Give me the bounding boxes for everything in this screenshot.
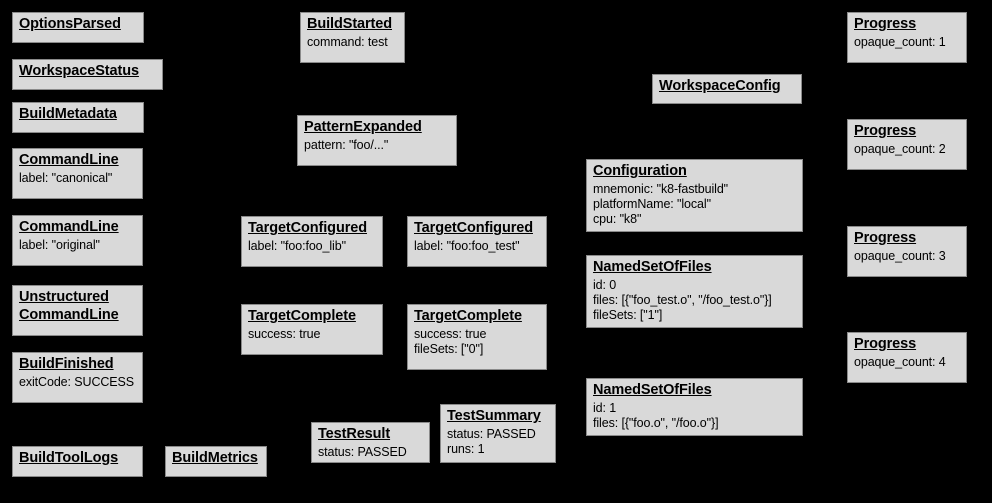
event-node-field: files: [{"foo_test.o", "/foo_test.o"}] [593, 292, 772, 307]
event-node-field: runs: 1 [447, 441, 485, 456]
event-node-title: TargetComplete [248, 308, 356, 324]
event-node-title: BuildFinished [19, 356, 114, 372]
event-node-title: BuildMetrics [172, 450, 258, 466]
event-node-field: pattern: "foo/..." [304, 137, 389, 152]
event-node-command-line-original[interactable]: CommandLine label: "original" [12, 215, 143, 266]
event-node-target-complete-lib[interactable]: TargetComplete success: true [241, 304, 383, 355]
event-node-target-configured-test[interactable]: TargetConfigured label: "foo:foo_test" [407, 216, 547, 267]
event-node-title: Unstructured CommandLine [19, 289, 119, 323]
event-node-title: TargetConfigured [248, 220, 367, 236]
event-node-workspace-status[interactable]: WorkspaceStatus [12, 59, 163, 90]
event-node-field: fileSets: ["0"] [414, 341, 484, 356]
event-node-fields: label: "foo:foo_lib" [248, 239, 376, 254]
event-node-title: TargetComplete [414, 308, 522, 324]
event-node-progress-1[interactable]: Progress opaque_count: 1 [847, 12, 967, 63]
event-node-workspace-config[interactable]: WorkspaceConfig [652, 74, 802, 104]
event-node-field: cpu: "k8" [593, 212, 642, 227]
event-node-fields: label: "foo:foo_test" [414, 239, 540, 254]
event-node-field: label: "canonical" [19, 170, 113, 185]
event-node-build-metadata[interactable]: BuildMetadata [12, 102, 144, 133]
event-node-field: status: PASSED [447, 426, 536, 441]
event-node-title: BuildStarted [307, 16, 393, 32]
event-node-field: platformName: "local" [593, 196, 711, 211]
event-node-options-parsed[interactable]: OptionsParsed [12, 12, 144, 43]
event-node-title: BuildToolLogs [19, 450, 119, 466]
event-node-field: opaque_count: 2 [854, 141, 946, 156]
event-node-progress-3[interactable]: Progress opaque_count: 3 [847, 226, 967, 277]
event-node-target-configured-lib[interactable]: TargetConfigured label: "foo:foo_lib" [241, 216, 383, 267]
event-node-fields: pattern: "foo/..." [304, 138, 450, 153]
event-node-title: PatternExpanded [304, 119, 422, 135]
event-node-progress-4[interactable]: Progress opaque_count: 4 [847, 332, 967, 383]
event-node-field: label: "original" [19, 237, 100, 252]
event-node-fields: success: true [248, 327, 376, 342]
event-node-fields: opaque_count: 1 [854, 35, 960, 50]
event-node-fields: mnemonic: "k8-fastbuild"platformName: "l… [593, 182, 796, 228]
event-node-field: fileSets: ["1"] [593, 308, 663, 323]
event-node-fields: status: PASSED [318, 445, 423, 460]
event-node-title: Progress [854, 230, 917, 246]
event-node-title: Configuration [593, 163, 687, 179]
event-node-title: CommandLine [19, 219, 119, 235]
event-node-field: label: "foo:foo_test" [414, 238, 520, 253]
event-node-field: opaque_count: 1 [854, 34, 946, 49]
event-node-fields: opaque_count: 2 [854, 142, 960, 157]
event-node-fields: label: "canonical" [19, 171, 136, 186]
event-node-unstructured-command-line[interactable]: Unstructured CommandLine [12, 285, 143, 336]
event-node-title: TestResult [318, 426, 391, 442]
event-node-field: id: 0 [593, 277, 617, 292]
event-node-title: NamedSetOfFiles [593, 382, 712, 398]
event-node-title: BuildMetadata [19, 106, 117, 122]
event-node-field: files: [{"foo.o", "/foo.o"}] [593, 415, 719, 430]
event-node-title: OptionsParsed [19, 16, 121, 32]
event-node-field: label: "foo:foo_lib" [248, 238, 346, 253]
event-node-fields: exitCode: SUCCESS [19, 375, 136, 390]
event-node-build-tool-logs[interactable]: BuildToolLogs [12, 446, 143, 477]
event-node-field: exitCode: SUCCESS [19, 374, 135, 389]
event-node-title: TargetConfigured [414, 220, 533, 236]
event-node-build-finished[interactable]: BuildFinished exitCode: SUCCESS [12, 352, 143, 403]
event-node-fields: command: test [307, 35, 398, 50]
event-node-field: status: PASSED [318, 444, 407, 459]
event-node-title: TestSummary [447, 408, 541, 424]
event-node-title: CommandLine [19, 152, 119, 168]
event-node-title: NamedSetOfFiles [593, 259, 712, 275]
event-node-fields: opaque_count: 3 [854, 249, 960, 264]
event-node-title: WorkspaceStatus [19, 63, 139, 79]
event-node-field: opaque_count: 3 [854, 248, 946, 263]
event-node-title: Progress [854, 336, 917, 352]
event-node-fields: opaque_count: 4 [854, 355, 960, 370]
event-node-field: mnemonic: "k8-fastbuild" [593, 181, 729, 196]
event-node-title: WorkspaceConfig [659, 78, 781, 94]
event-node-test-result[interactable]: TestResult status: PASSED [311, 422, 430, 463]
event-node-field: success: true [248, 326, 321, 341]
event-node-command-line-canonical[interactable]: CommandLine label: "canonical" [12, 148, 143, 199]
event-node-progress-2[interactable]: Progress opaque_count: 2 [847, 119, 967, 170]
event-node-pattern-expanded[interactable]: PatternExpanded pattern: "foo/..." [297, 115, 457, 166]
event-node-field: success: true [414, 326, 487, 341]
event-node-configuration[interactable]: Configuration mnemonic: "k8-fastbuild"pla… [586, 159, 803, 232]
event-node-field: id: 1 [593, 400, 617, 415]
event-node-field: opaque_count: 4 [854, 354, 946, 369]
event-node-build-started[interactable]: BuildStarted command: test [300, 12, 405, 63]
event-node-build-metrics[interactable]: BuildMetrics [165, 446, 267, 477]
event-node-field: command: test [307, 34, 388, 49]
event-node-title: Progress [854, 123, 917, 139]
event-node-title: Progress [854, 16, 917, 32]
event-node-fields: label: "original" [19, 238, 136, 253]
